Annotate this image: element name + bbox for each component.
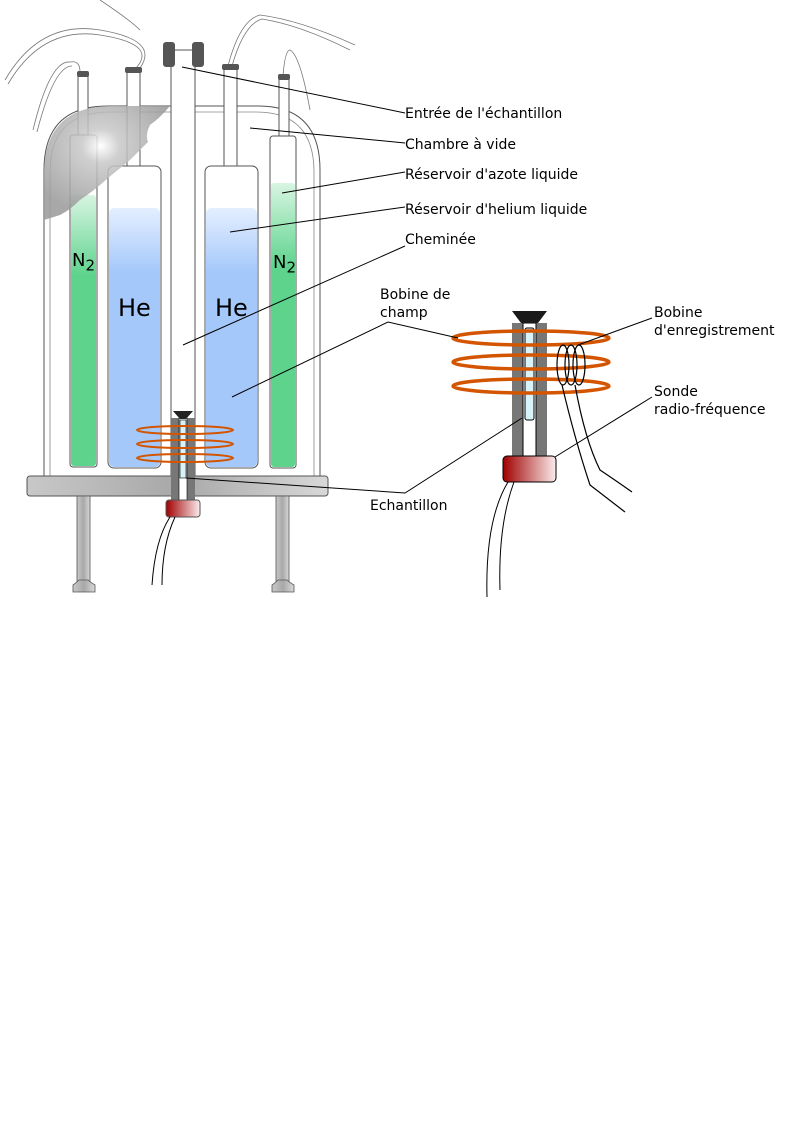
label-rf-probe: Sonde radio-fréquence [654,383,766,419]
cables-right [486,481,515,598]
label-recording-coil-line1: Bobine [654,305,703,321]
legs [72,495,295,593]
label-vacuum-chamber: Chambre à vide [405,137,516,153]
rf-connector-left [165,499,201,518]
label-sample: Echantillon [370,498,448,514]
cables-left [151,516,176,586]
leader-lines [181,66,653,494]
rf-probe-connector [502,455,557,483]
helium-reservoir-left [107,67,162,469]
label-recording-coil-line2: d'enregistrement [654,323,775,339]
he-right-label: He [215,294,248,322]
recording-coil [556,344,633,513]
label-chimney: Cheminée [405,232,476,248]
helium-reservoir-right [204,64,259,469]
label-sample-inlet: Entrée de l'échantillon [405,106,563,122]
label-rf-probe-line1: Sonde [654,384,698,400]
label-rf-probe-line2: radio-fréquence [654,402,766,418]
he-left-label: He [118,294,151,322]
n2-right-subscript: 2 [286,258,297,277]
n2-left-label: N2 [72,250,95,275]
label-nitrogen-reservoir: Réservoir d'azote liquide [405,167,579,183]
field-coil-left [136,425,234,463]
label-field-coil-line1: Bobine de [380,287,451,303]
n2-right-label: N2 [273,252,296,277]
label-field-coil: Bobine de champ [380,286,450,322]
nitrogen-reservoir-left [69,71,98,468]
n2-right-symbol: N [273,252,287,273]
nitrogen-reservoir-right [269,74,297,469]
label-helium-reservoir: Réservoir d'helium liquide [405,202,588,218]
field-coil-detail [451,329,611,395]
sample-holder-left [171,411,195,503]
n2-left-symbol: N [72,250,86,271]
cutaway-shading [44,106,170,220]
label-recording-coil: Bobine d'enregistrement [654,304,775,340]
n2-left-subscript: 2 [85,256,96,275]
label-field-coil-line2: champ [380,305,428,321]
tubing [4,0,356,133]
